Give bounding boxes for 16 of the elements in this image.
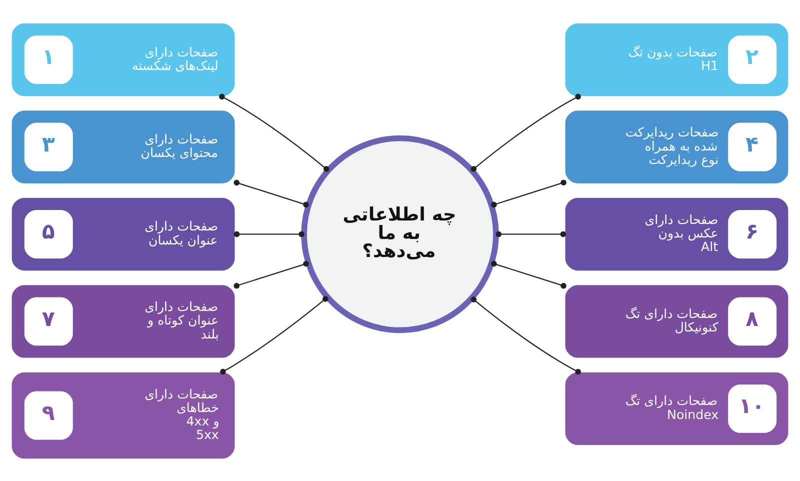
connector [496, 230, 566, 237]
connector [220, 296, 328, 374]
node-box: صفحات دارای تگ کنونیکال ۸ [565, 284, 788, 358]
connector [234, 179, 309, 208]
node-box: ۷ صفحات دارای عنوان کوتاه و بلند [12, 284, 235, 358]
node-box: ۱ صفحات دارای لینک‌های شکسته [12, 22, 235, 96]
connector [470, 296, 581, 374]
node-box: صفحات ریدایرکت شده به همراه نوع ریدایرکت ۴ [565, 110, 788, 183]
connector [491, 179, 566, 208]
connector [219, 93, 330, 172]
node-box: ۵ صفحات دارای عنوان یکسان [12, 197, 235, 270]
connector [491, 260, 566, 288]
connector [234, 260, 309, 288]
connector [234, 230, 304, 237]
connector [470, 93, 581, 172]
node-box: ۳ صفحات دارای محتوای یکسان [12, 110, 235, 183]
